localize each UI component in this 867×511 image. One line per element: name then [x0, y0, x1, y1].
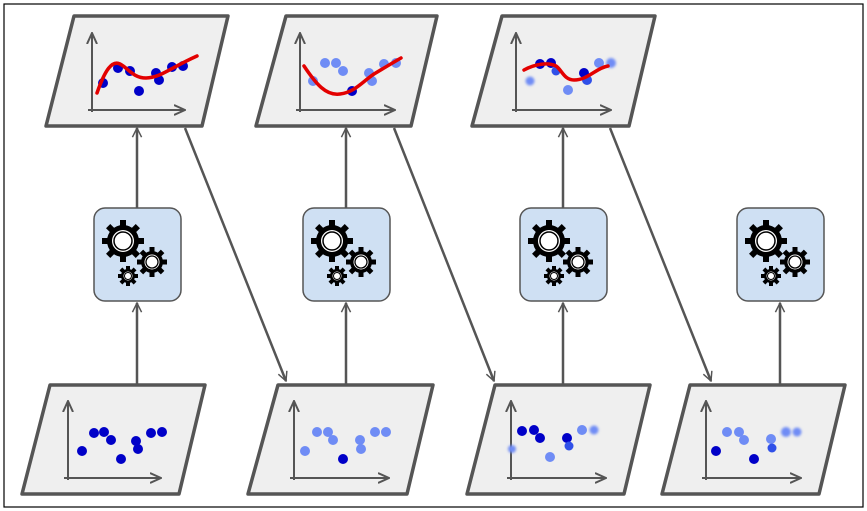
data-points-5: [300, 427, 391, 464]
training-panel-1: [20, 383, 207, 496]
learner-2: [302, 207, 391, 302]
data-points-6: [508, 425, 599, 462]
training-panel-3: [465, 383, 652, 496]
fit-curve-2: [302, 56, 403, 96]
arrows-reweight: [183, 127, 711, 381]
fit-curve-1: [95, 54, 199, 95]
learner-4: [736, 207, 825, 302]
data-points-7: [711, 427, 802, 464]
arrows-train-to-learner: [137, 303, 780, 385]
prediction-panel-3: [470, 14, 657, 128]
arrow-icon: [183, 127, 286, 381]
learner-1: [93, 207, 182, 302]
arrow-icon: [392, 127, 494, 381]
training-panel-2: [246, 383, 435, 496]
training-panel-4: [660, 383, 847, 496]
arrow-icon: [608, 127, 711, 381]
prediction-panel-1: [44, 14, 230, 128]
prediction-panel-2: [254, 14, 439, 128]
learner-3: [519, 207, 608, 302]
arrows-learner-to-prediction: [137, 128, 563, 208]
data-points-4: [77, 427, 167, 464]
fit-curve-3: [522, 62, 610, 82]
